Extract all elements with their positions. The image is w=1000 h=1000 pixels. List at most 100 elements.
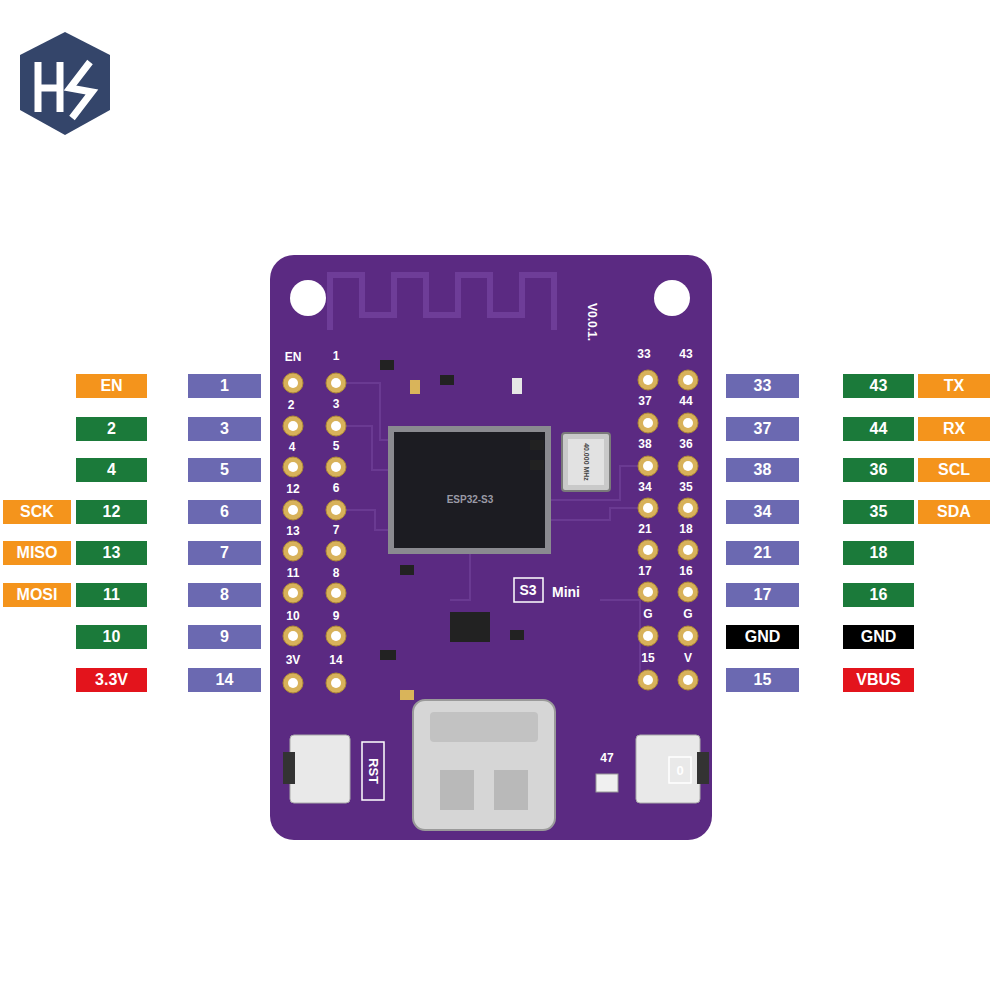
pin-name: EN xyxy=(100,378,122,394)
pin-name: 38 xyxy=(754,462,772,478)
pin-label: 15 xyxy=(726,668,799,692)
button-plunger xyxy=(283,752,295,784)
pin-name: 36 xyxy=(870,462,888,478)
pin-name: 43 xyxy=(870,378,888,394)
silkscreen-label: 47 xyxy=(600,752,613,764)
pin-label: SCK xyxy=(3,500,71,524)
pin-name: 33 xyxy=(754,378,772,394)
silkscreen-label: 1 xyxy=(333,350,340,362)
pin-label: MOSI xyxy=(3,583,71,607)
pin-name: 3 xyxy=(220,421,229,437)
pin-name: GND xyxy=(861,629,897,645)
pin-label: 35 xyxy=(843,500,914,524)
pin-name: GND xyxy=(745,629,781,645)
silkscreen-label: 4 xyxy=(289,441,296,453)
pin-name: MISO xyxy=(17,545,58,561)
antenna-trace xyxy=(330,275,554,330)
pin-label: 5 xyxy=(188,458,261,482)
pin-label: 18 xyxy=(843,541,914,565)
pin-label: 8 xyxy=(188,583,261,607)
silkscreen-label: G xyxy=(683,608,692,620)
pin-label: 38 xyxy=(726,458,799,482)
usb-c-detail xyxy=(430,712,538,742)
button-plunger xyxy=(697,752,709,784)
silkscreen-label: 2 xyxy=(288,399,295,411)
silkscreen-label: 0 xyxy=(676,764,683,777)
silkscreen-label: 5 xyxy=(333,440,340,452)
mounting-hole xyxy=(290,280,326,316)
pin-name: 10 xyxy=(103,629,121,645)
silkscreen-label: 14 xyxy=(329,654,342,666)
pin-label: 10 xyxy=(76,625,147,649)
pin-name: 11 xyxy=(103,587,120,603)
silkscreen-label: 34 xyxy=(638,481,651,493)
silkscreen-label: 21 xyxy=(638,523,651,535)
silkscreen-label: 35 xyxy=(679,481,692,493)
pin-label: 11 xyxy=(76,583,147,607)
pin-name: SCK xyxy=(20,504,54,520)
silkscreen-label: 36 xyxy=(679,438,692,450)
pin-name: 2 xyxy=(107,421,116,437)
pin-name: 9 xyxy=(220,629,229,645)
silkscreen-label: 17 xyxy=(638,565,651,577)
pin-name: SDA xyxy=(937,504,971,520)
pin-label: 3.3V xyxy=(76,668,147,692)
silkscreen-label: Mini xyxy=(552,585,580,599)
silkscreen-label: 8 xyxy=(333,567,340,579)
silkscreen-label: 12 xyxy=(286,483,299,495)
pin-name: 37 xyxy=(754,421,772,437)
silkscreen-label: V xyxy=(684,652,692,664)
pin-name: 7 xyxy=(220,545,229,561)
pin-label: 12 xyxy=(76,500,147,524)
silkscreen-label: EN xyxy=(285,351,302,363)
pin-label: 3 xyxy=(188,417,261,441)
pin-label: 1 xyxy=(188,374,261,398)
silkscreen-label: ESP32-S3 xyxy=(447,495,494,505)
silkscreen-box xyxy=(514,578,543,602)
silkscreen-label: 3V xyxy=(286,654,301,666)
silkscreen-label: 15 xyxy=(641,652,654,664)
reset-button xyxy=(290,735,350,803)
logo-mark xyxy=(70,62,92,118)
pin-label: TX xyxy=(918,374,990,398)
silkscreen-label: 10 xyxy=(286,610,299,622)
silkscreen-label: G xyxy=(643,608,652,620)
pcb-traces xyxy=(336,383,648,680)
pin-label: GND xyxy=(726,625,799,649)
pin-label: GND xyxy=(843,625,914,649)
pin-label: 44 xyxy=(843,417,914,441)
pin-name: 4 xyxy=(107,462,116,478)
pin-name: 15 xyxy=(754,672,772,688)
silkscreen-label: 18 xyxy=(679,523,692,535)
pin-name: 1 xyxy=(220,378,229,394)
usb-c-connector xyxy=(413,700,555,830)
pin-name: SCL xyxy=(938,462,970,478)
pin-name: 14 xyxy=(216,672,234,688)
silkscreen-label: 11 xyxy=(287,567,300,579)
silkscreen-label: 38 xyxy=(638,438,651,450)
pin-label: 16 xyxy=(843,583,914,607)
pin-label: 7 xyxy=(188,541,261,565)
silkscreen-label: 3 xyxy=(333,398,340,410)
silkscreen-box xyxy=(669,757,691,783)
pin-name: 44 xyxy=(870,421,888,437)
pin-name: 17 xyxy=(754,587,772,603)
pin-label: 36 xyxy=(843,458,914,482)
pin-name: 35 xyxy=(870,504,888,520)
pin-name: 16 xyxy=(870,587,888,603)
pin-name: 18 xyxy=(870,545,888,561)
silkscreen-label: S3 xyxy=(519,583,536,597)
silkscreen-label: 33 xyxy=(637,348,650,360)
smd-components xyxy=(380,360,544,700)
chip-pins xyxy=(388,426,551,554)
usb-c-detail xyxy=(494,770,528,810)
pin-name: 13 xyxy=(103,545,121,561)
pin-label: 43 xyxy=(843,374,914,398)
pin-name: RX xyxy=(943,421,965,437)
usb-c-detail xyxy=(440,770,474,810)
rgb-led xyxy=(596,774,618,792)
pin-label: RX xyxy=(918,417,990,441)
pin-name: 34 xyxy=(754,504,772,520)
boot-button xyxy=(636,735,700,803)
silkscreen-label: 16 xyxy=(679,565,692,577)
